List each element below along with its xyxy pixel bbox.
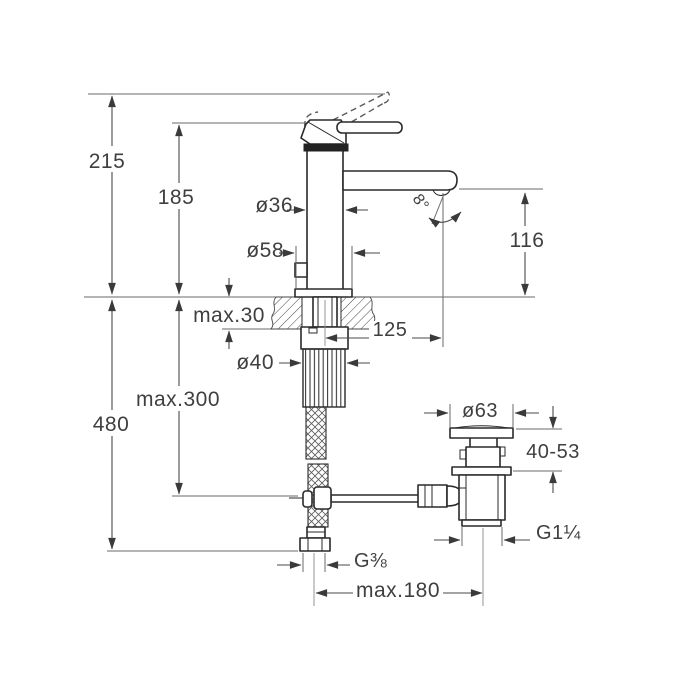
spout xyxy=(342,170,458,191)
faucet-body xyxy=(306,149,344,291)
dim-dia-spout-label: ø36 xyxy=(255,194,293,217)
hose-segment-upper xyxy=(305,406,327,460)
dim-depth-below-label: 480 xyxy=(93,413,130,436)
dim-spout-height-label: 116 xyxy=(510,229,545,252)
handle-lever xyxy=(336,121,403,134)
dim-spout-reach-label: 125 xyxy=(373,319,408,341)
dim-dia-waste-label: ø63 xyxy=(462,400,498,422)
rod-bar xyxy=(330,494,420,503)
waste-flange xyxy=(449,427,514,439)
dim-deck-thickness-label: max.30 xyxy=(193,304,265,327)
aerator xyxy=(432,189,451,197)
waste-upper-body xyxy=(465,446,501,468)
stream-angle-line xyxy=(431,193,445,225)
waste-assembly xyxy=(449,425,514,606)
dimension-annotations: 215 185 480 max.300 max.30 116 ø36 ø58 ø… xyxy=(86,93,586,602)
dim-stream-angle-label: 8° xyxy=(409,191,432,214)
splined-shank xyxy=(302,348,346,408)
body-tab xyxy=(294,262,308,278)
rod-clamp xyxy=(313,486,332,510)
dim-rod-span-label: max.180 xyxy=(356,579,440,602)
dim-dia-base-label: ø58 xyxy=(246,239,284,262)
dim-waste-adjust-label: 40-53 xyxy=(526,441,580,463)
dim-hose-thread-label: G⅜ xyxy=(354,550,387,572)
dim-dia-shank-label: ø40 xyxy=(236,351,274,374)
threaded-shank xyxy=(301,296,342,328)
countertop xyxy=(84,296,535,330)
faucet xyxy=(294,91,458,408)
hose-hex-nut xyxy=(299,537,331,552)
dim-height-total-label: 215 xyxy=(89,150,126,173)
dim-height-handle-label: 185 xyxy=(158,186,195,209)
waste-tailpiece xyxy=(461,519,502,527)
escutcheon xyxy=(294,288,353,298)
deck-hatch-left xyxy=(270,296,303,330)
waste-body xyxy=(458,474,506,521)
pop-up-rod xyxy=(289,484,463,510)
dim-waste-thread-label: G1¼ xyxy=(536,522,581,544)
handle-joint xyxy=(303,143,349,152)
rod-pin xyxy=(302,490,313,508)
angle-arc xyxy=(428,211,462,228)
dim-hose-clearance-label: max.300 xyxy=(136,388,220,411)
waste-clamp-flange xyxy=(451,466,512,476)
